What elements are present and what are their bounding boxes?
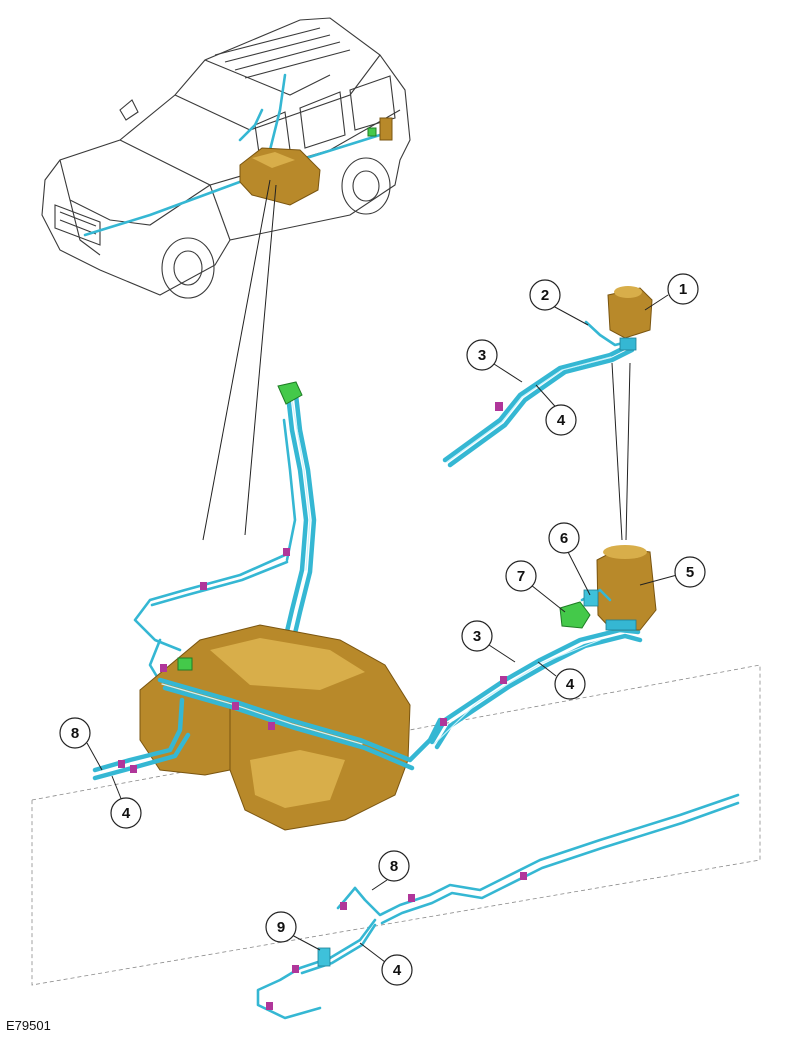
callout-7: 7: [505, 560, 537, 592]
svg-text:4: 4: [122, 805, 131, 822]
callout-1: 1: [667, 273, 699, 305]
callout-8-bottom: 8: [378, 850, 410, 882]
callout-3-upper: 3: [466, 339, 498, 371]
svg-text:3: 3: [473, 628, 481, 645]
callout-9: 9: [265, 911, 297, 943]
zoom-leader-canister-right: [625, 362, 631, 541]
svg-text:7: 7: [517, 568, 525, 585]
zoom-leader-left: [202, 179, 271, 541]
svg-text:8: 8: [390, 858, 398, 875]
callout-5: 5: [674, 556, 706, 588]
svg-text:1: 1: [679, 281, 687, 298]
ground-plane: [31, 664, 761, 986]
callout-6: 6: [548, 522, 580, 554]
svg-text:5: 5: [686, 564, 694, 581]
svg-text:4: 4: [557, 412, 566, 429]
tank-left-lines: [92, 697, 191, 781]
svg-text:8: 8: [71, 725, 79, 742]
tank-to-canister-lines: [429, 627, 643, 750]
callout-3-lower: 3: [461, 620, 493, 652]
svg-text:6: 6: [560, 530, 568, 547]
vehicle-overview: [41, 17, 411, 299]
svg-text:2: 2: [541, 287, 549, 304]
callout-4-left: 4: [110, 797, 142, 829]
underbody-lines: [256, 793, 740, 1020]
callout-8-left: 8: [59, 717, 91, 749]
canister-upper: [442, 286, 653, 468]
callout-4-bottom: 4: [381, 954, 413, 986]
zoom-leader-canister-left: [611, 362, 623, 541]
canister-lower: [559, 545, 657, 631]
callout-4-upper: 4: [545, 404, 577, 436]
svg-text:9: 9: [277, 919, 285, 936]
svg-text:4: 4: [393, 962, 402, 979]
callout-2: 2: [529, 279, 561, 311]
svg-text:3: 3: [478, 347, 486, 364]
svg-text:4: 4: [566, 676, 575, 693]
fuel-tank-assembly: [133, 381, 443, 831]
callout-4-lower: 4: [554, 668, 586, 700]
zoom-leader-right: [244, 184, 277, 536]
figure-reference: E79501: [6, 1018, 51, 1033]
